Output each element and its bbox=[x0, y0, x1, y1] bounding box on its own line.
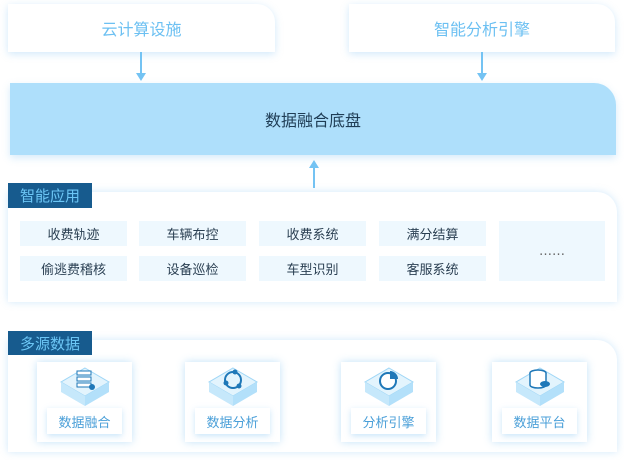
app-label: 车型识别 bbox=[286, 263, 339, 278]
apps-title: 智能应用 bbox=[8, 183, 92, 208]
sources-title: 多源数据 bbox=[8, 331, 92, 355]
card-label: 数据融合 bbox=[47, 408, 122, 434]
app-item[interactable]: 收费系统 bbox=[259, 221, 366, 246]
app-item[interactable]: 车辆布控 bbox=[139, 221, 246, 246]
source-card-platform[interactable]: 数据平台 bbox=[492, 362, 587, 442]
arrow-head-icon bbox=[309, 160, 319, 168]
app-label: 收费轨迹 bbox=[47, 228, 100, 243]
arrow-down bbox=[481, 52, 483, 74]
more-label: …… bbox=[539, 243, 565, 259]
pie-chart-icon bbox=[363, 367, 414, 406]
app-item[interactable]: 客服系统 bbox=[379, 256, 486, 281]
app-item[interactable]: 设备巡检 bbox=[139, 256, 246, 281]
arrow-up bbox=[313, 167, 315, 188]
more-items[interactable]: …… bbox=[499, 221, 605, 281]
card-label: 分析引擎 bbox=[351, 408, 426, 434]
app-label: 收费系统 bbox=[286, 228, 339, 243]
app-label: 满分结算 bbox=[406, 228, 459, 243]
cloud-infrastructure-box: 云计算设施 bbox=[8, 4, 275, 52]
app-item[interactable]: 偷逃费稽核 bbox=[20, 256, 127, 281]
source-card-fusion[interactable]: 数据融合 bbox=[37, 362, 132, 442]
card-label: 数据平台 bbox=[502, 408, 577, 434]
arrow-head-icon bbox=[477, 73, 487, 81]
box-label: 云计算设施 bbox=[101, 20, 182, 39]
title-text: 多源数据 bbox=[19, 334, 80, 353]
arrow-head-icon bbox=[136, 73, 146, 81]
app-item[interactable]: 满分结算 bbox=[379, 221, 486, 246]
arrow-down bbox=[140, 52, 142, 74]
app-item[interactable]: 车型识别 bbox=[259, 256, 366, 281]
app-label: 客服系统 bbox=[406, 263, 459, 278]
app-label: 偷逃费稽核 bbox=[40, 263, 106, 278]
app-item[interactable]: 收费轨迹 bbox=[20, 221, 127, 246]
database-cloud-icon bbox=[514, 367, 565, 406]
source-card-engine[interactable]: 分析引擎 bbox=[341, 362, 436, 442]
analysis-engine-box: 智能分析引擎 bbox=[349, 4, 615, 52]
app-label: 设备巡检 bbox=[166, 263, 219, 278]
card-label: 数据分析 bbox=[195, 408, 270, 434]
data-fusion-base: 数据融合底盘 bbox=[10, 83, 616, 155]
cycle-icon bbox=[207, 367, 258, 406]
source-card-analysis[interactable]: 数据分析 bbox=[185, 362, 280, 442]
server-icon bbox=[59, 367, 110, 406]
title-text: 智能应用 bbox=[19, 187, 80, 205]
base-label: 数据融合底盘 bbox=[264, 111, 361, 130]
app-label: 车辆布控 bbox=[166, 228, 219, 243]
box-label: 智能分析引擎 bbox=[433, 20, 530, 39]
